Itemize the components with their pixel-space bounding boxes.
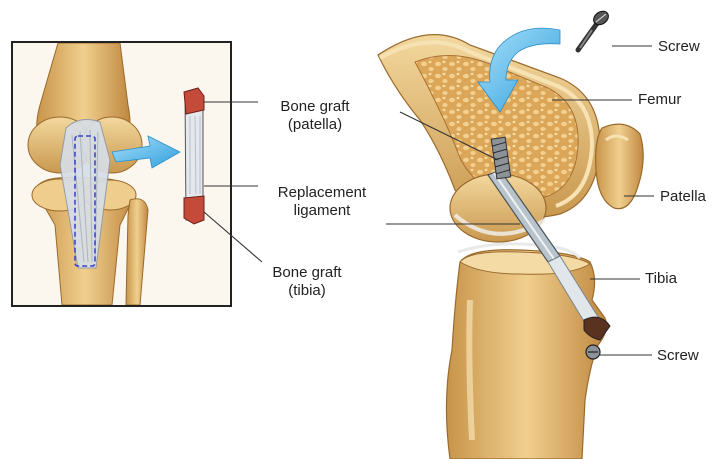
label-line: Replacement bbox=[262, 184, 382, 202]
label-replacement-ligament: Replacement ligament bbox=[262, 184, 382, 220]
label-screw-bottom: Screw bbox=[657, 347, 699, 365]
label-bone-graft-patella: Bone graft (patella) bbox=[270, 98, 360, 134]
label-bone-graft-tibia: Bone graft (tibia) bbox=[262, 264, 352, 300]
label-line: ligament bbox=[262, 202, 382, 220]
harvested-graft bbox=[184, 88, 204, 224]
label-patella: Patella bbox=[660, 188, 706, 206]
label-line: Bone graft bbox=[262, 264, 352, 282]
label-screw-top: Screw bbox=[658, 38, 700, 56]
label-line: (patella) bbox=[270, 116, 360, 134]
knee-illustration bbox=[378, 8, 643, 459]
label-line: (tibia) bbox=[262, 282, 352, 300]
screw-icon bbox=[578, 8, 611, 50]
label-tibia: Tibia bbox=[645, 270, 677, 288]
label-line: Bone graft bbox=[270, 98, 360, 116]
label-femur: Femur bbox=[638, 91, 681, 109]
